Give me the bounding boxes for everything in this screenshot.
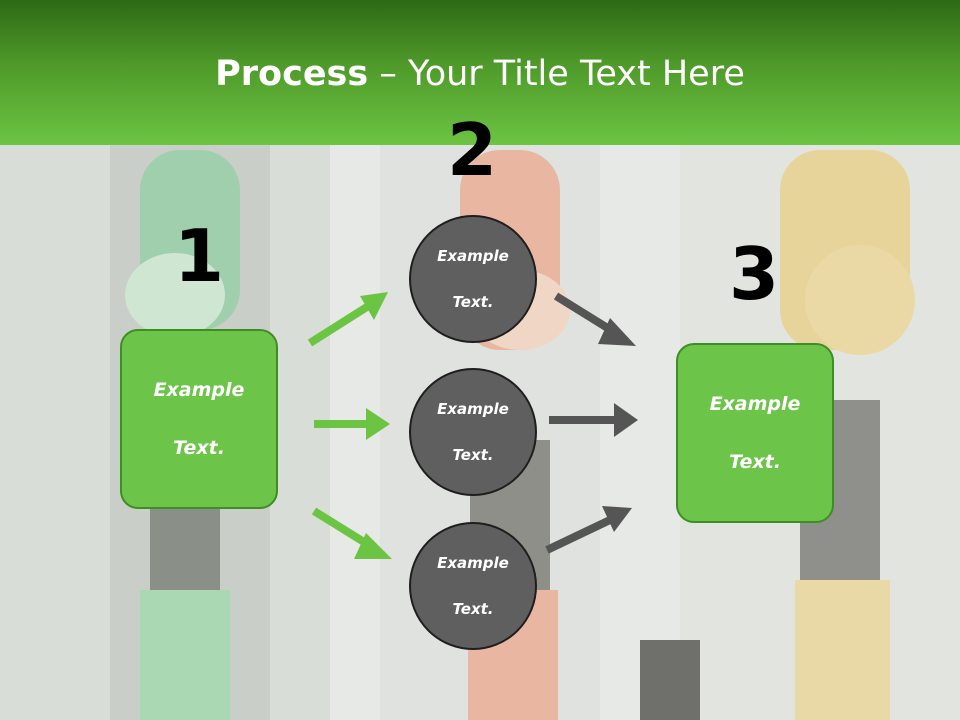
title-rest: – Your Title Text Here bbox=[368, 54, 745, 94]
step-number-2: 2 bbox=[446, 108, 498, 192]
circle-center-line2: Text. bbox=[452, 445, 494, 464]
circle-bottom-line2: Text. bbox=[452, 599, 494, 618]
left-box-line1: Example bbox=[153, 378, 245, 401]
circle-top-line2: Text. bbox=[452, 292, 494, 311]
right-box-line1: Example bbox=[709, 392, 801, 415]
title-bar bbox=[0, 0, 960, 145]
right-box-line2: Text. bbox=[729, 450, 781, 473]
circle-bottom-line1: Example bbox=[437, 553, 509, 572]
left-box-line2: Text. bbox=[173, 436, 225, 459]
slide-title: Process – Your Title Text Here bbox=[0, 52, 960, 96]
circle-top-line1: Example bbox=[437, 246, 509, 265]
circle-center-line1: Example bbox=[437, 399, 509, 418]
step-number-3: 3 bbox=[728, 232, 780, 316]
title-bold: Process bbox=[215, 54, 369, 94]
step-number-1: 1 bbox=[173, 214, 225, 298]
